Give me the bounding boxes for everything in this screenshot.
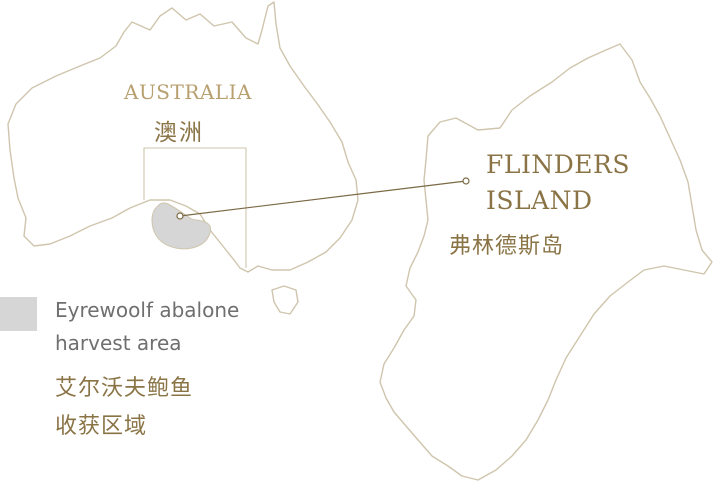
australia-label-en: AUSTRALIA bbox=[124, 80, 252, 104]
australia-label-zh: 澳洲 bbox=[154, 120, 204, 146]
flinders-island-label-en-line1: FLINDERS bbox=[486, 150, 630, 179]
connector-start-dot bbox=[176, 212, 184, 220]
flinders-island-outline bbox=[379, 43, 713, 481]
legend-label-en-line2: harvest area bbox=[55, 331, 182, 355]
flinders-island-label-en-line2: ISLAND bbox=[486, 186, 593, 215]
legend-swatch bbox=[0, 297, 37, 331]
connector-end-dot bbox=[462, 177, 470, 185]
legend-label-zh-line2: 收获区域 bbox=[55, 414, 148, 439]
tasmania-outline bbox=[271, 285, 299, 315]
flinders-island-label-zh: 弗林德斯岛 bbox=[449, 234, 565, 259]
harvest-area bbox=[151, 202, 211, 250]
legend-label-en-line1: Eyrewoolf abalone bbox=[55, 298, 240, 322]
legend-label-zh-line1: 艾尔沃夫鲍鱼 bbox=[55, 376, 194, 401]
australia-outline bbox=[7, 1, 359, 273]
connector-line bbox=[179, 180, 467, 217]
